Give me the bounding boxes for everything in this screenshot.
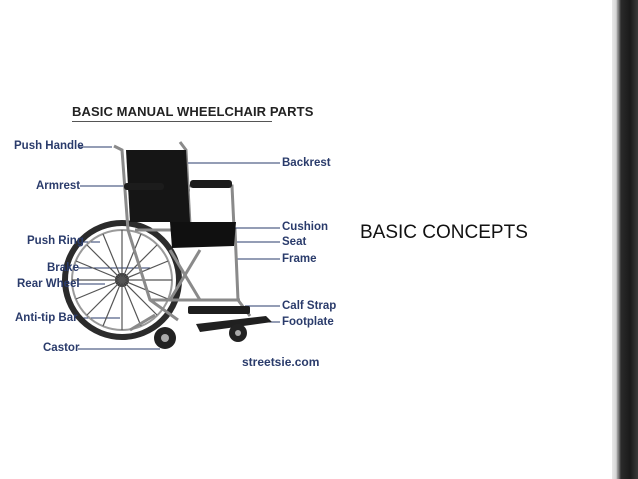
label-backrest: Backrest <box>282 157 331 169</box>
label-brake: Brake <box>47 262 79 274</box>
label-push-handle: Push Handle <box>14 140 84 152</box>
label-frame: Frame <box>282 253 317 265</box>
label-anti-tip-bar: Anti-tip Bar <box>15 312 78 324</box>
footplate-graphic <box>196 316 272 332</box>
diagram-title: BASIC MANUAL WHEELCHAIR PARTS <box>72 104 314 119</box>
slide-title: BASIC CONCEPTS <box>360 222 528 243</box>
label-castor: Castor <box>43 342 80 354</box>
label-rear-wheel: Rear Wheel <box>17 278 80 290</box>
label-calf-strap: Calf Strap <box>282 300 337 312</box>
slide-edge-bar <box>612 0 638 479</box>
label-footplate: Footplate <box>282 316 334 328</box>
label-seat: Seat <box>282 236 307 248</box>
label-armrest: Armrest <box>36 180 81 192</box>
slide-edge-line <box>617 0 618 479</box>
diagram-credit: streetsie.com <box>242 355 320 369</box>
label-push-ring: Push Ring <box>27 235 84 247</box>
seat-graphic <box>170 222 236 248</box>
armrest-graphic <box>190 180 232 188</box>
label-cushion: Cushion <box>282 221 328 233</box>
diagram-title-underline <box>72 121 272 122</box>
castor-graphic <box>154 324 247 349</box>
calf-strap-graphic <box>188 306 250 314</box>
